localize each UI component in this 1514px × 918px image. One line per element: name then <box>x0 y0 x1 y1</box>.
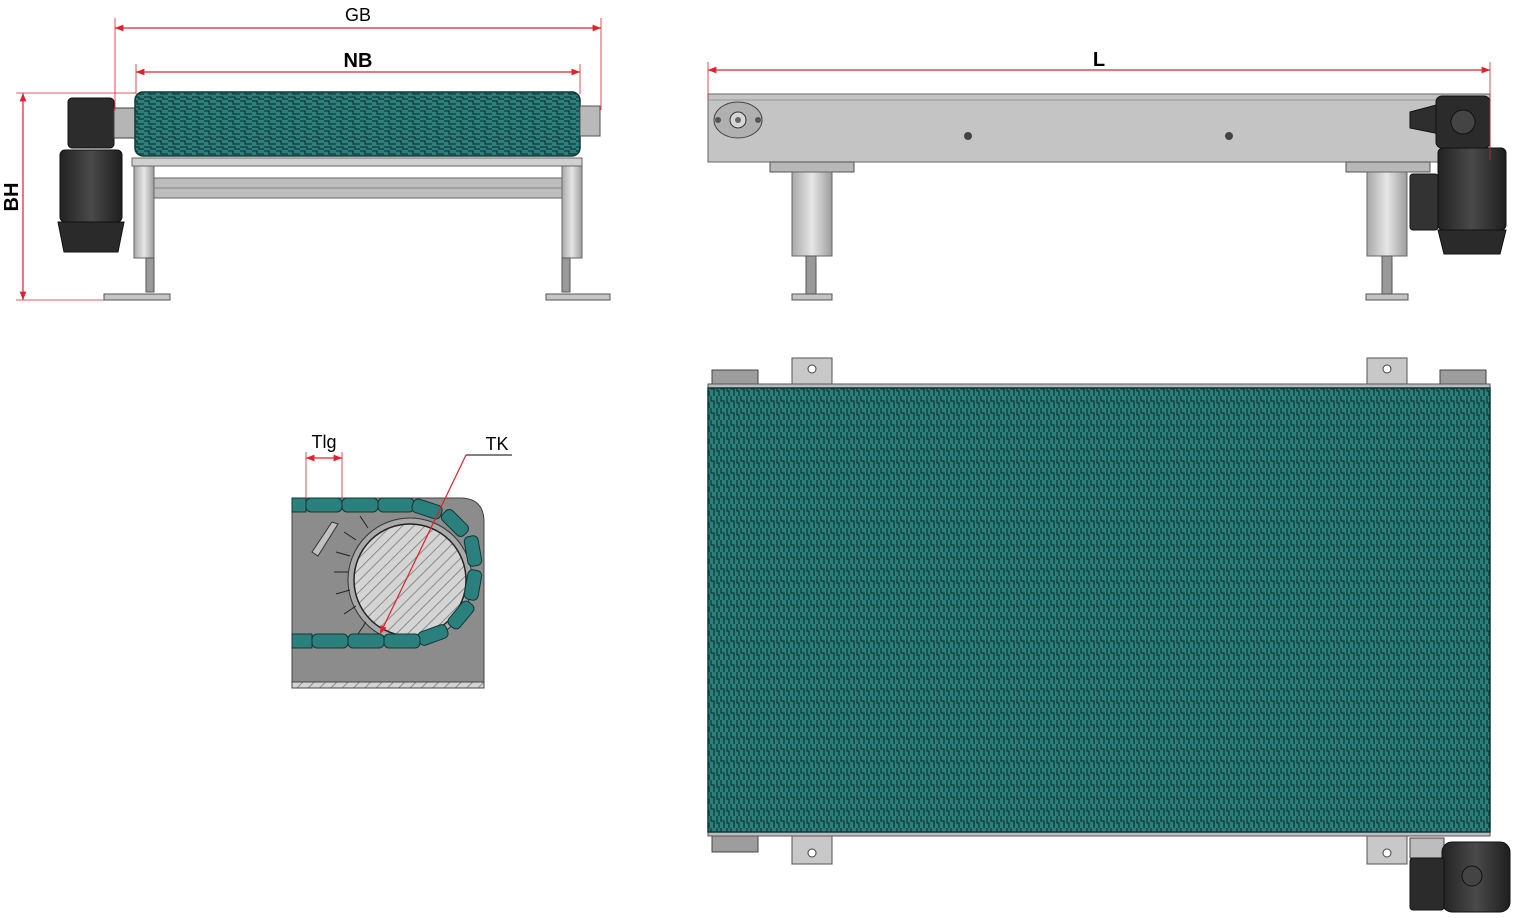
label-l: L <box>1093 49 1105 71</box>
front-motor <box>57 97 137 253</box>
detail-belt <box>291 497 483 649</box>
top-belt <box>707 387 1491 833</box>
top-motor <box>1409 837 1511 913</box>
dimension-l: L <box>707 49 1491 160</box>
detail-sprocket <box>347 517 473 643</box>
dimension-nb: NB <box>135 50 581 94</box>
dimension-tk: TK <box>379 434 512 635</box>
label-bh: BH <box>1 183 23 212</box>
label-nb: NB <box>344 50 373 72</box>
front-view <box>57 91 611 301</box>
dimension-bh: BH <box>1 92 136 301</box>
dimension-tlg: Tlg <box>305 432 343 498</box>
front-belt <box>134 91 581 157</box>
side-motor <box>1409 95 1507 255</box>
detail-view <box>291 497 485 689</box>
side-view <box>707 93 1507 301</box>
top-view <box>707 357 1511 913</box>
label-tk: TK <box>485 434 508 454</box>
dimension-gb: GB <box>114 5 602 110</box>
label-tlg: Tlg <box>311 432 336 452</box>
label-gb: GB <box>345 5 371 25</box>
